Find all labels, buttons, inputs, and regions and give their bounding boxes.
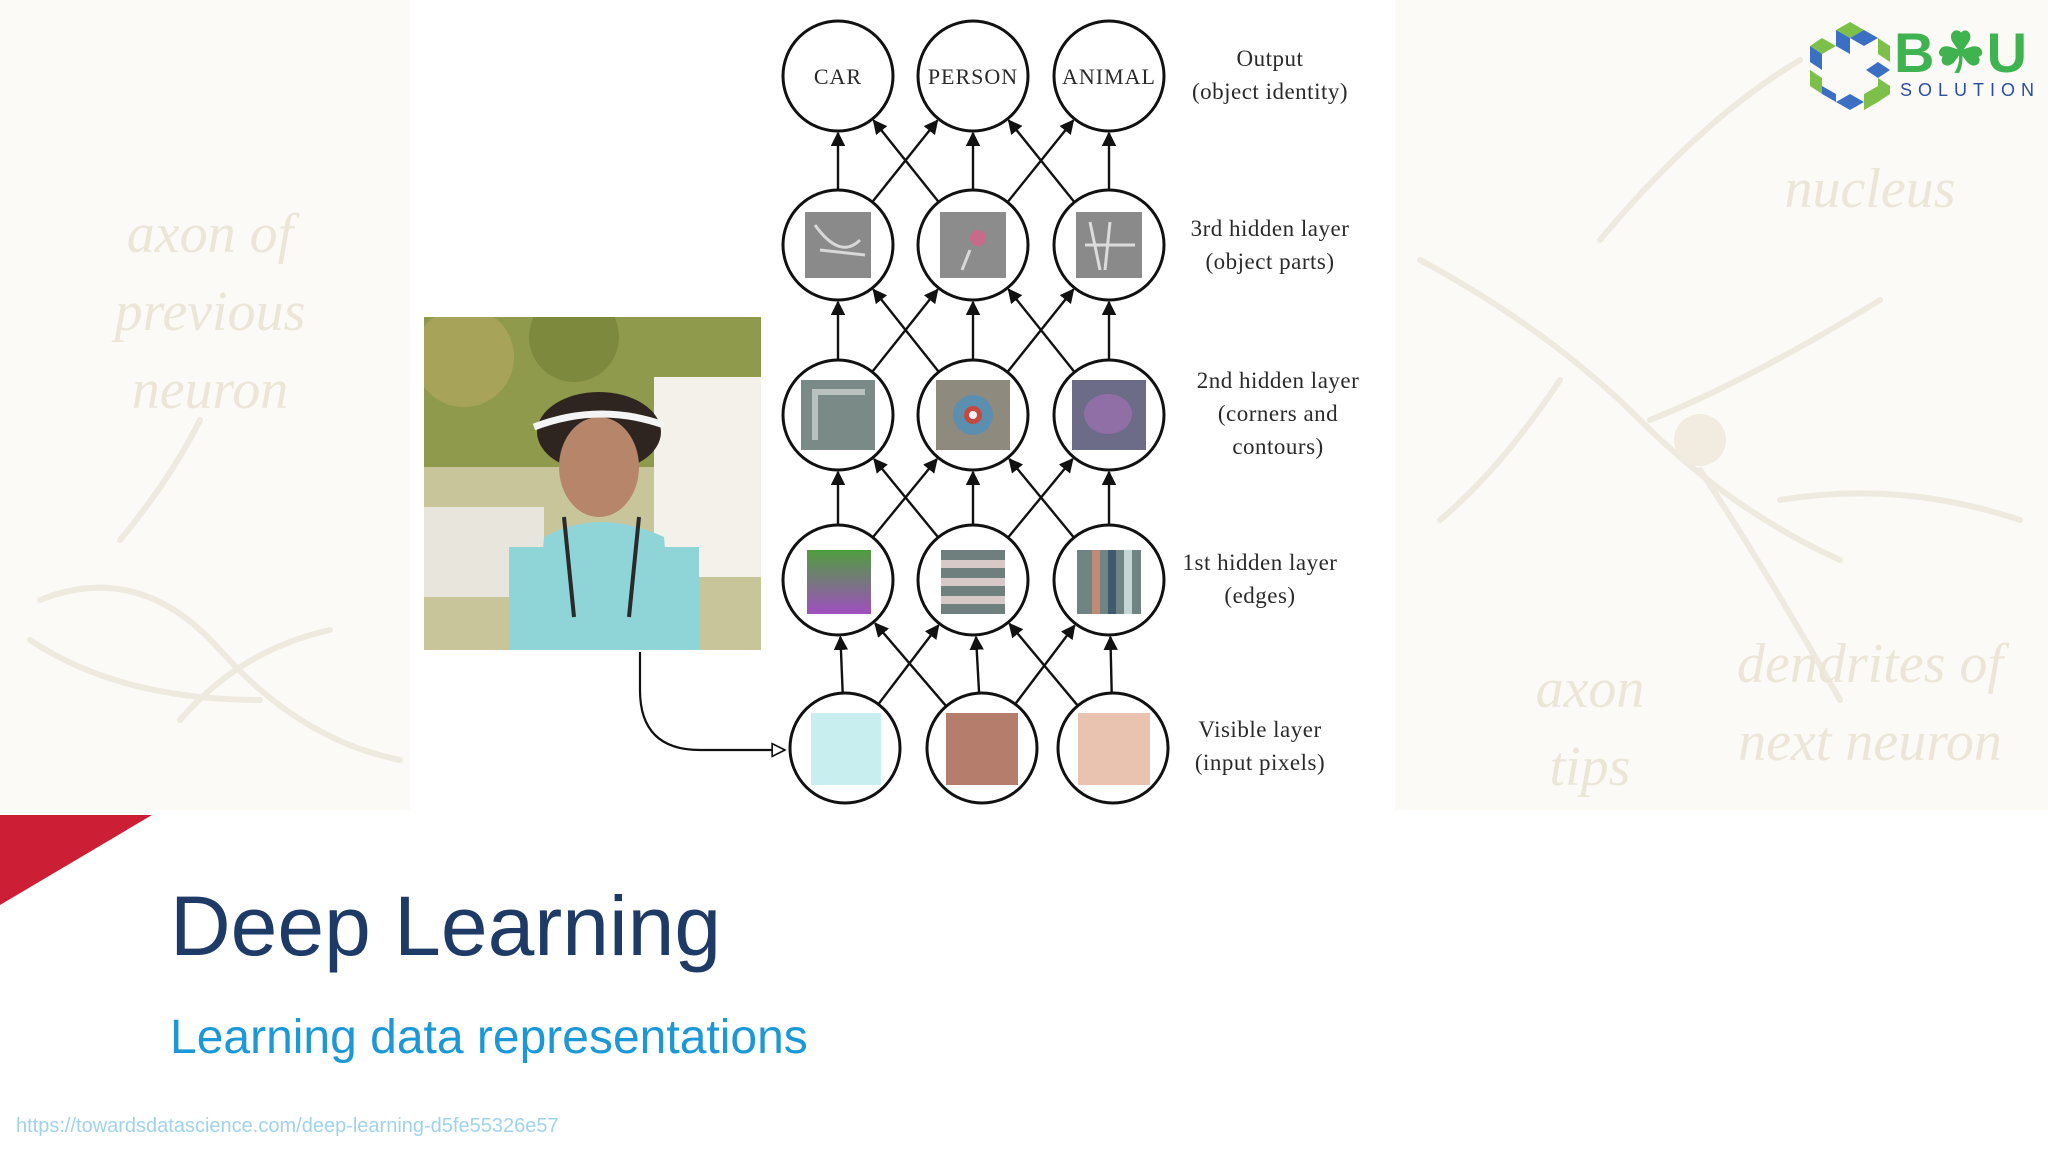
layer-label-line: (object parts) — [1205, 249, 1335, 274]
connection-arrow — [877, 624, 940, 706]
layer-label-visible: Visible layer (input pixels) — [1160, 713, 1360, 779]
layer-label-line: Visible layer — [1198, 717, 1322, 742]
background-label-axon-tips: axon tips — [1535, 658, 1645, 798]
layer-label-hidden1: 1st hidden layer (edges) — [1160, 546, 1360, 612]
layer-label-hidden3: 3rd hidden layer (object parts) — [1170, 212, 1370, 278]
logo-wordmark: B☘U — [1894, 21, 2029, 84]
layer-label-line: Output — [1236, 46, 1304, 71]
layer-label-line: (edges) — [1224, 583, 1296, 608]
layer-label-line: 1st hidden layer — [1182, 550, 1338, 575]
hidden-layer-2 — [781, 358, 1166, 472]
output-node-person — [916, 19, 1030, 133]
connection-arrow — [833, 635, 849, 694]
layer-label-line: 3rd hidden layer — [1190, 216, 1350, 241]
connection-arrow — [874, 622, 948, 707]
feature-patch — [940, 212, 1006, 278]
slide-title: Deep Learning — [170, 879, 722, 973]
hidden-layer-3 — [781, 188, 1166, 302]
connection-arrow — [873, 457, 940, 539]
connection-arrow — [1103, 635, 1118, 694]
connection-arrow — [1007, 119, 1076, 203]
output-label-car: CAR — [814, 64, 862, 89]
input-pixel-patch — [811, 713, 881, 785]
visible-layer — [788, 691, 1170, 805]
layer-label-line: (object identity) — [1191, 79, 1349, 104]
output-label-person: PERSON — [928, 64, 1018, 89]
output-node-car — [781, 19, 895, 133]
layer-label-output: Output (object identity) — [1170, 42, 1370, 108]
hidden-layer-1 — [781, 523, 1166, 637]
output-node-animal — [1052, 19, 1166, 133]
input-pixel-patch — [1078, 713, 1150, 785]
red-accent-shape — [0, 815, 152, 905]
background-label-dendrites: dendrites of next neuron — [1737, 633, 2003, 773]
layer-connections — [830, 119, 1118, 707]
background-label-axon: axon of previous neuron — [114, 203, 306, 421]
slide-subtitle: Learning data representations — [170, 1011, 808, 1064]
brand-logo: B☘U SOLUTION — [1810, 18, 2035, 113]
input-pixel-patch — [946, 713, 1018, 785]
connection-arrow — [969, 635, 984, 694]
source-link[interactable]: https://towardsdatascience.com/deep-lear… — [16, 1115, 559, 1137]
connection-arrow — [872, 119, 940, 203]
background-label-nucleus: nucleus — [1784, 158, 1956, 220]
logo-cube-icon — [1810, 22, 1890, 110]
output-layer: CAR PERSON ANIMAL — [781, 19, 1166, 133]
layer-label-line: 2nd hidden layer — [1196, 368, 1360, 393]
output-label-animal: ANIMAL — [1062, 64, 1156, 89]
layer-label-line: contours) — [1232, 434, 1324, 459]
input-arrow — [638, 652, 785, 750]
connection-arrow — [1008, 457, 1075, 539]
layer-label-line: (corners and — [1217, 401, 1339, 426]
connection-arrow — [1008, 622, 1079, 707]
layer-label-hidden2: 2nd hidden layer (corners and contours) — [1178, 364, 1378, 463]
layer-label-line: (input pixels) — [1194, 750, 1326, 775]
connection-arrow — [872, 288, 940, 373]
input-person-photo — [424, 317, 761, 650]
logo-tagline: SOLUTION — [1900, 80, 2041, 100]
connection-arrow — [1007, 288, 1076, 373]
feature-patch — [807, 550, 871, 614]
